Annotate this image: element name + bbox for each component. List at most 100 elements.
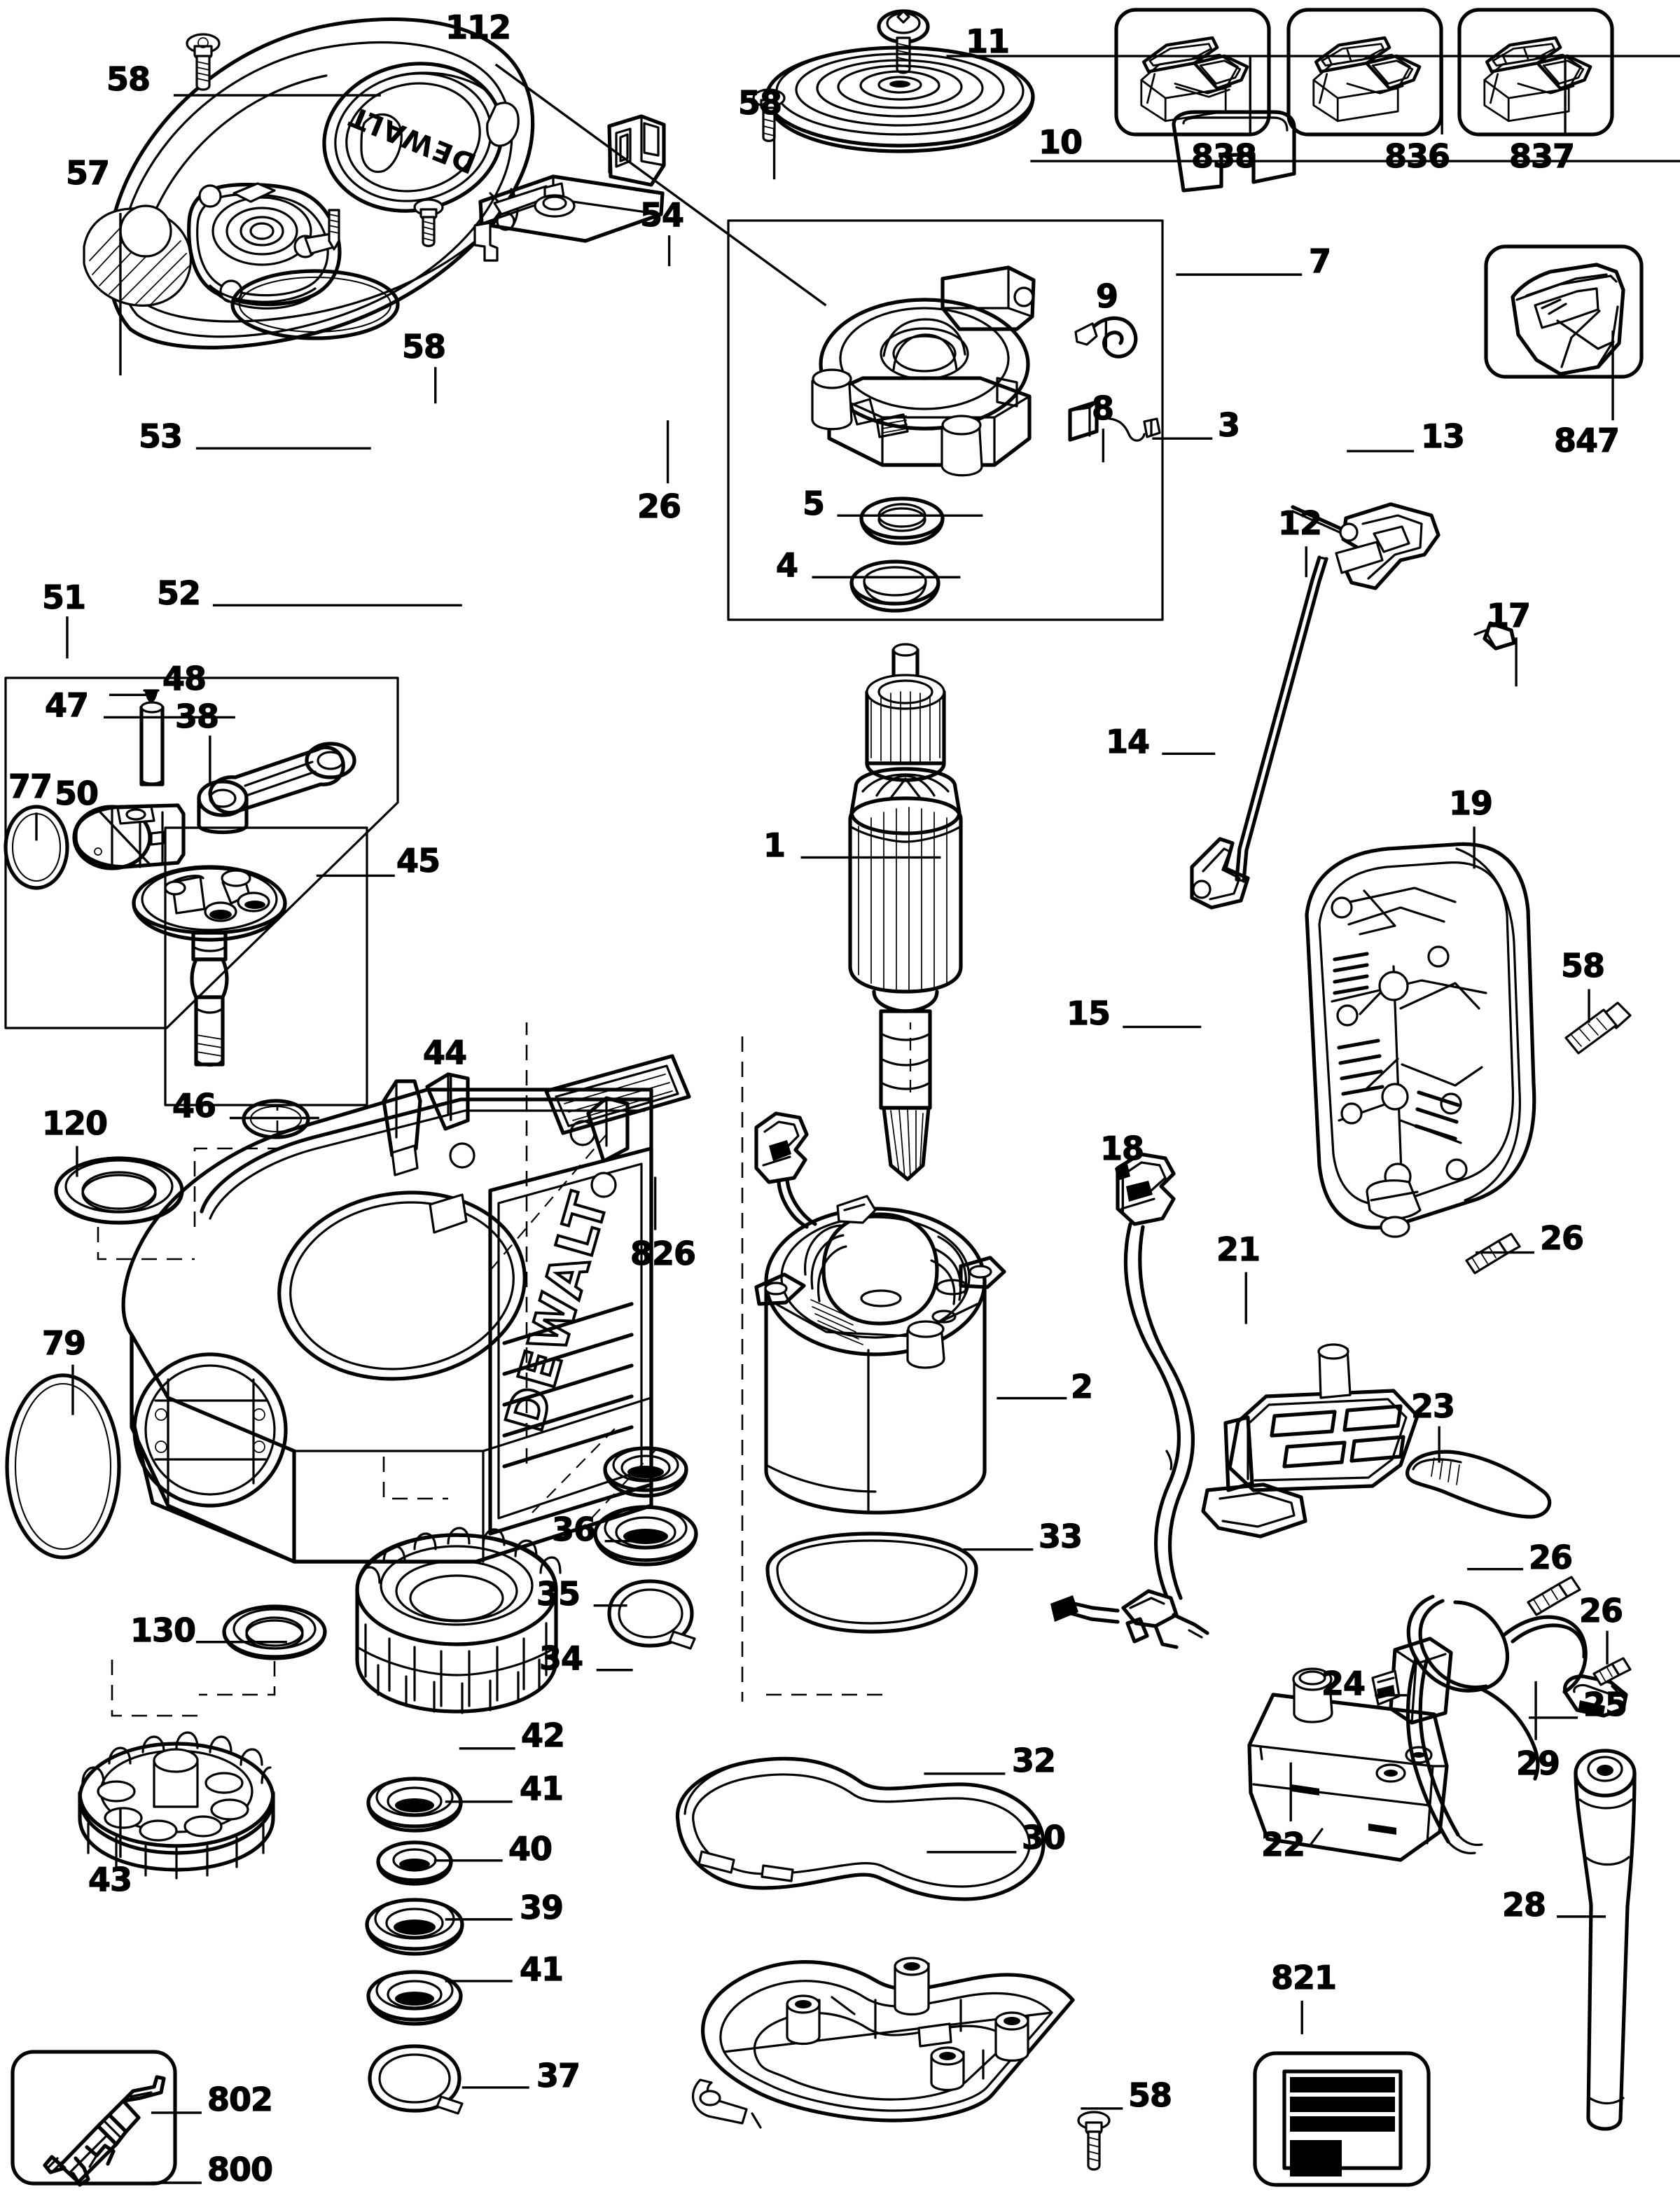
callout-number-58: 58	[401, 328, 446, 366]
callout-number-802: 802	[207, 2081, 273, 2118]
callout-number-35: 35	[536, 1575, 581, 1613]
part-58-screw-a	[186, 33, 221, 91]
part-26-screw-c	[1527, 1576, 1581, 1616]
part-34-retaining-ring	[607, 1579, 696, 1650]
callout-number-50: 50	[54, 775, 99, 812]
callout-number-23: 23	[1410, 1387, 1455, 1425]
part-33-gasket	[765, 1532, 978, 1634]
callout-number-32: 32	[1011, 1742, 1056, 1779]
part-25-cord-clamp	[1563, 1674, 1628, 1718]
callout-number-41: 41	[519, 1770, 564, 1807]
callout-number-51: 51	[41, 578, 86, 616]
part-30-base-housing	[692, 1957, 1075, 2129]
part-14-wire-rod	[1235, 555, 1328, 883]
callout-number-43: 43	[88, 1861, 132, 1898]
callout-number-53: 53	[138, 417, 183, 455]
callout-number-47: 47	[44, 686, 89, 724]
callout-number-11: 11	[965, 22, 1010, 60]
part-50-counterweight	[72, 803, 186, 870]
part-42-gear	[355, 1527, 562, 1714]
callout-number-36: 36	[551, 1511, 596, 1548]
part-38-connecting-rod	[197, 742, 356, 835]
callout-number-57: 57	[65, 154, 110, 192]
callout-number-22: 22	[1261, 1826, 1305, 1863]
accessory-box-800-802	[11, 2050, 177, 2187]
callout-number-15: 15	[1066, 994, 1111, 1032]
callout-number-37: 37	[536, 2057, 581, 2095]
callout-number-4: 4	[775, 546, 798, 584]
callout-number-26: 26	[1539, 1219, 1584, 1257]
part-35-bearing	[593, 1505, 698, 1567]
callout-number-112: 112	[445, 8, 511, 46]
part-18-connector	[1050, 1152, 1209, 1649]
callout-number-838: 838	[1190, 137, 1257, 175]
callout-number-14: 14	[1105, 723, 1150, 761]
callout-number-800: 800	[207, 2151, 273, 2188]
part-23-cable-tie	[1405, 1450, 1552, 1519]
callout-number-52: 52	[156, 574, 201, 612]
callout-number-2: 2	[1070, 1368, 1093, 1405]
accessory-box-838	[1114, 8, 1271, 137]
callout-number-26: 26	[1528, 1539, 1573, 1576]
part-79-o-ring	[5, 1373, 121, 1560]
callout-number-77: 77	[8, 768, 53, 805]
callout-number-34: 34	[539, 1639, 583, 1677]
part-36-bearing	[603, 1446, 688, 1498]
part-54-bracket	[473, 114, 666, 262]
callout-number-39: 39	[519, 1889, 564, 1926]
part-4-seal	[849, 560, 940, 613]
callout-number-8: 8	[1091, 389, 1114, 427]
part-7-cap	[1172, 110, 1296, 193]
part-2-field-stator	[754, 1111, 1006, 1515]
part-1-armature	[848, 643, 963, 1181]
part-53-gear-cover	[187, 182, 342, 310]
callout-number-7: 7	[1308, 242, 1331, 280]
accessory-box-836	[1286, 8, 1443, 137]
part-130-bearing	[222, 1604, 327, 1660]
part-41-washer-upper	[366, 1777, 463, 1833]
callout-number-120: 120	[41, 1104, 108, 1142]
accessory-box-847	[1484, 244, 1644, 379]
callout-number-40: 40	[508, 1830, 553, 1868]
part-58-screw-c	[752, 88, 786, 142]
callout-number-9: 9	[1095, 277, 1118, 315]
callout-number-41: 41	[519, 1950, 564, 1988]
accessory-box-837	[1457, 8, 1614, 137]
callout-number-58: 58	[106, 60, 151, 98]
part-13-lever	[1335, 502, 1441, 590]
callout-number-46: 46	[172, 1087, 216, 1125]
callout-number-33: 33	[1038, 1518, 1083, 1555]
part-826-nameplate	[544, 1054, 691, 1135]
callout-number-26: 26	[1578, 1592, 1623, 1630]
callout-number-13: 13	[1420, 417, 1465, 455]
part-58-screw-e	[1564, 1001, 1632, 1055]
callout-number-18: 18	[1099, 1130, 1144, 1167]
part-3-baffle-assembly	[811, 265, 1036, 477]
callout-number-5: 5	[802, 485, 825, 522]
part-15-clamp	[1190, 837, 1250, 910]
part-39-bearing	[365, 1898, 464, 1956]
part-17-pin	[1473, 621, 1516, 651]
callout-number-19: 19	[1448, 784, 1493, 822]
part-26-screw-d	[1592, 1657, 1632, 1686]
part-32-shoe-ring	[675, 1756, 1046, 1901]
callout-number-44: 44	[422, 1034, 467, 1071]
callout-number-29: 29	[1515, 1744, 1560, 1782]
group-45-box	[164, 826, 368, 1106]
part-11-screw	[877, 9, 930, 74]
part-37-retaining-ring	[368, 2044, 464, 2115]
part-43-gear	[78, 1731, 275, 1880]
callout-number-42: 42	[520, 1716, 565, 1754]
callout-number-79: 79	[41, 1324, 86, 1362]
callout-number-17: 17	[1486, 597, 1531, 634]
callout-number-836: 836	[1384, 137, 1450, 175]
part-26-screw-a	[328, 209, 340, 251]
callout-number-3: 3	[1217, 406, 1240, 444]
part-40-washer	[376, 1840, 453, 1886]
part-44-motor-housing: DEWALT	[121, 1072, 653, 1564]
connector-terminal-upper	[754, 1111, 809, 1184]
callout-number-48: 48	[162, 660, 207, 697]
callout-number-38: 38	[174, 697, 219, 735]
callout-number-54: 54	[639, 196, 684, 234]
part-10-backing-pad	[765, 46, 1035, 153]
